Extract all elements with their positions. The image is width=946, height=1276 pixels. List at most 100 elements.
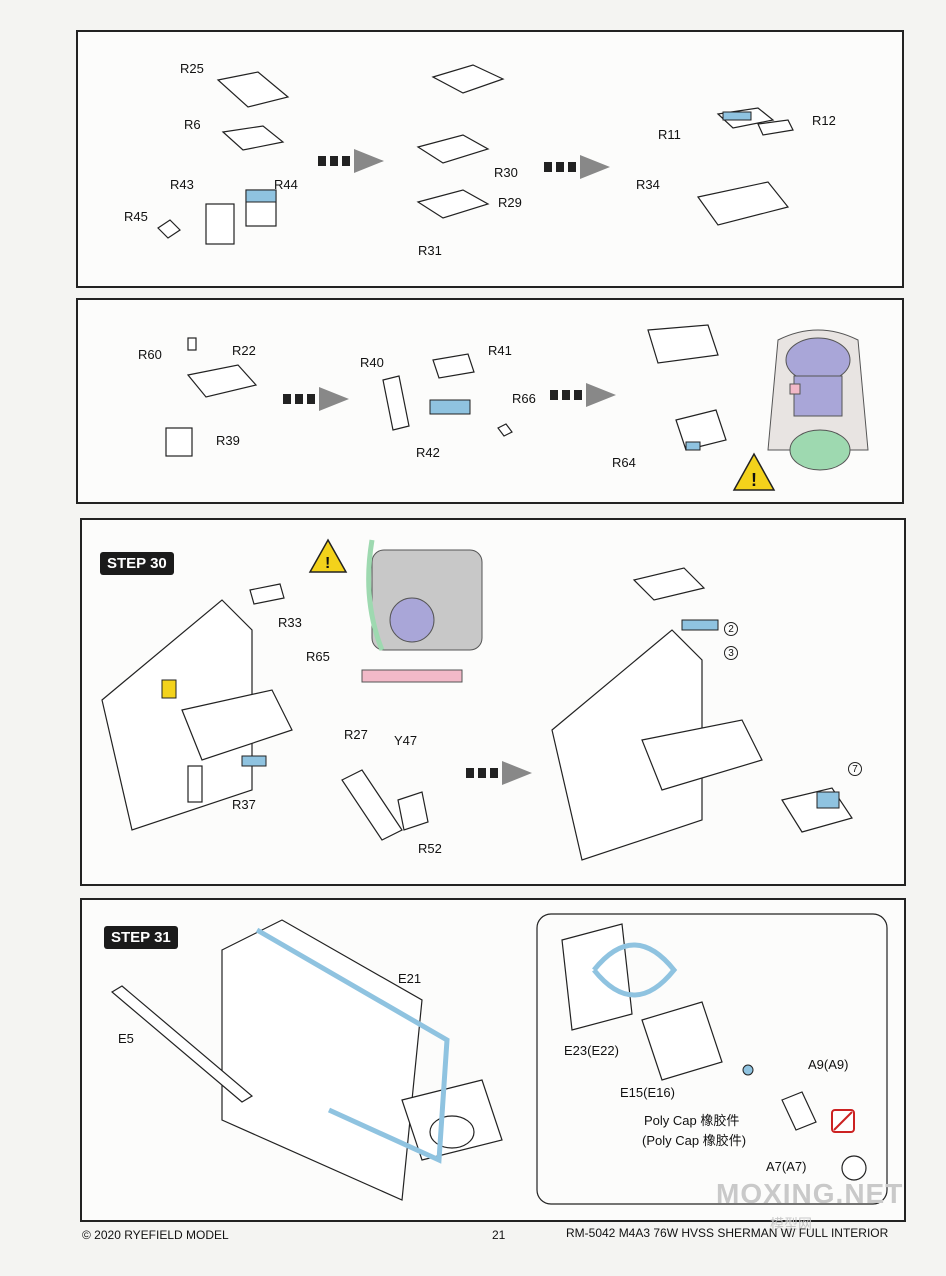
panel-1-drawing (157, 64, 794, 245)
part-r30-top (431, 64, 505, 94)
panel-step-30: STEP 30 (80, 518, 906, 886)
step-30-badge: STEP 30 (100, 552, 174, 575)
callout-3: 3 (724, 646, 738, 660)
part-a9 (781, 1091, 817, 1131)
part-r25 (216, 71, 290, 108)
label-r34: R34 (636, 177, 660, 192)
label-r33: R33 (278, 615, 302, 630)
svg-text:!: ! (325, 555, 330, 572)
label-r44: R44 (274, 177, 298, 192)
assembly-top (632, 567, 706, 601)
arrow-right-icon (466, 761, 532, 785)
part-r52 (397, 791, 429, 831)
label-r43: R43 (170, 177, 194, 192)
label-r42: R42 (416, 445, 440, 460)
step-31-badge: STEP 31 (104, 926, 178, 949)
highlight-blue-gearbox (816, 791, 840, 809)
engine-left (181, 689, 293, 761)
arrow-right-icon (318, 149, 610, 179)
part-r66 (497, 423, 513, 437)
panel-2-drawing: ! (165, 324, 869, 491)
warning-icon: ! (308, 538, 348, 573)
label-r31: R31 (418, 243, 442, 258)
watermark-sub: 模型网 (770, 1216, 812, 1232)
panel-4-drawing (110, 913, 888, 1205)
hull-side-plate (221, 919, 423, 1201)
label-r40: R40 (360, 355, 384, 370)
label-poly-cap: Poly Cap 橡胶件 (644, 1113, 740, 1128)
part-r6 (221, 125, 285, 151)
part-e15 (641, 1001, 723, 1081)
label-e15-e16: E15(E16) (620, 1085, 675, 1100)
label-r29: R29 (498, 195, 522, 210)
arrow-right-icon (283, 383, 616, 411)
highlight-r42 (429, 399, 471, 415)
highlight-r44 (245, 189, 277, 203)
part-r41 (432, 353, 475, 379)
engine-right (641, 719, 763, 791)
assembly-2-top (647, 324, 719, 364)
part-r60 (187, 337, 197, 351)
part-r27 (341, 769, 403, 841)
part-r30 (416, 134, 490, 164)
part-r39 (165, 427, 193, 457)
highlight-poly-cap (742, 1064, 754, 1076)
part-r37 (187, 765, 203, 803)
reference-render (767, 329, 869, 471)
footer-product: RM-5042 M4A3 76W HVSS SHERMAN W/ FULL IN… (566, 1226, 889, 1240)
label-r30: R30 (494, 165, 518, 180)
label-y47: Y47 (394, 733, 418, 748)
part-r22 (186, 364, 258, 398)
highlight-e21 (255, 927, 450, 1164)
label-poly-cap-paren: (Poly Cap 橡胶件) (642, 1133, 747, 1148)
panel-2: ! R60 R22 R39 R40 R41 R66 R42 R64 (76, 298, 904, 504)
assembly-2-bottom (675, 409, 727, 451)
label-e23-e22: E23(E22) (564, 1043, 619, 1058)
panel-step-31: STEP 31 E21 E5 E23(E22) E1 (80, 898, 906, 1222)
part-r40 (382, 375, 410, 431)
part-r12 (757, 119, 794, 136)
label-r6: R6 (184, 117, 201, 132)
highlight-e23 (592, 942, 678, 998)
label-r25: R25 (180, 61, 204, 76)
label-r66: R66 (512, 391, 536, 406)
highlight-r11 (722, 111, 752, 121)
footer-copyright: © 2020 RYEFIELD MODEL (82, 1228, 229, 1242)
part-a7 (841, 1155, 867, 1181)
part-r45 (157, 219, 181, 239)
warning-icon: ! (732, 452, 776, 491)
label-e5: E5 (118, 1031, 134, 1046)
highlight-yellow (161, 679, 177, 699)
label-a7-a7: A7(A7) (766, 1159, 807, 1174)
footer-page-number: 21 (492, 1228, 506, 1242)
part-r43 (205, 203, 235, 245)
assembly-1 (696, 181, 790, 226)
callout-7: 7 (848, 762, 862, 776)
label-r64: R64 (612, 455, 636, 470)
label-r39: R39 (216, 433, 240, 448)
label-r60: R60 (138, 347, 162, 362)
label-r37: R37 (232, 797, 256, 812)
label-a9-a9: A9(A9) (808, 1057, 849, 1072)
label-r41: R41 (488, 343, 512, 358)
part-r31 (416, 189, 490, 219)
no-glue-icon (831, 1109, 855, 1133)
panel-3-drawing: ! (101, 538, 853, 861)
label-r27: R27 (344, 727, 368, 742)
label-r65: R65 (306, 649, 330, 664)
svg-text:!: ! (751, 470, 757, 490)
label-r45: R45 (124, 209, 148, 224)
label-r12: R12 (812, 113, 836, 128)
part-r33 (249, 583, 285, 605)
label-r52: R52 (418, 841, 442, 856)
watermark: MOXING.NET (716, 1178, 904, 1209)
label-e21: E21 (398, 971, 422, 986)
reference-render (361, 539, 483, 683)
label-r11: R11 (658, 127, 681, 142)
highlight-blue-left (241, 755, 267, 767)
label-r22: R22 (232, 343, 256, 358)
panel-1: R25 R6 R43 R44 R45 R30 R29 R31 R11 R12 R… (76, 30, 904, 288)
highlight-blue-top (681, 619, 719, 631)
callout-2: 2 (724, 622, 738, 636)
